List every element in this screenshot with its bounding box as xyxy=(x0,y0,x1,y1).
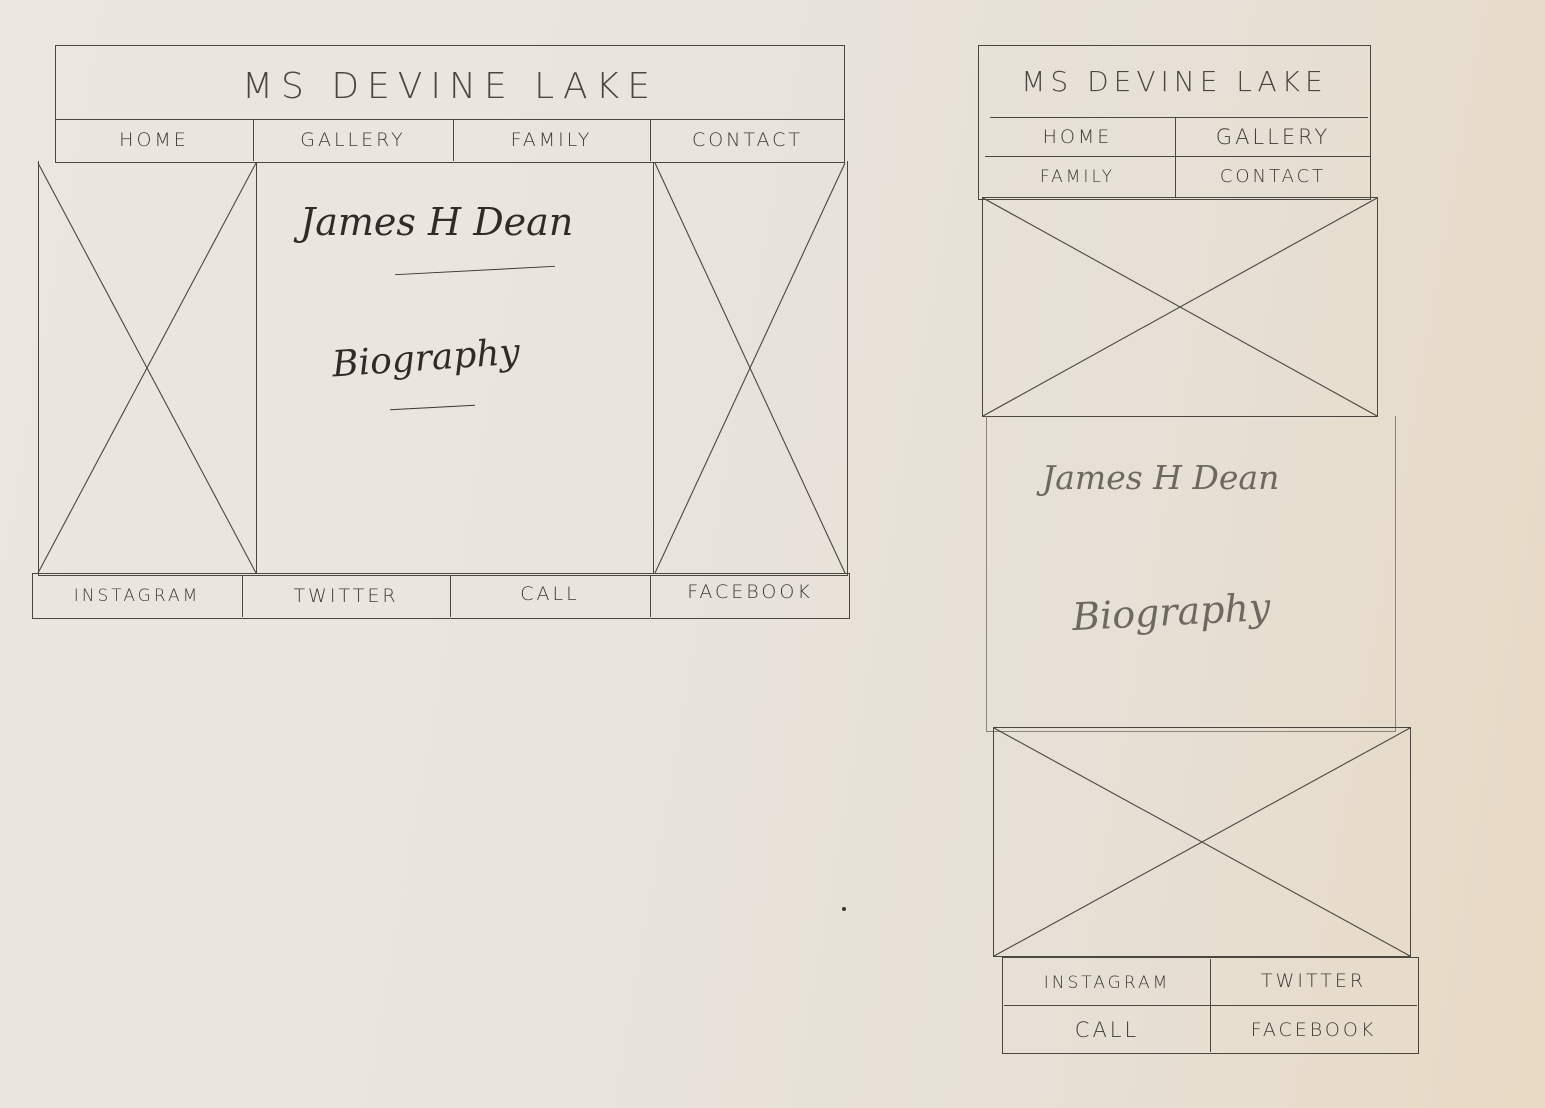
mobile-content-frame xyxy=(986,416,1396,732)
desktop-body-divider-left xyxy=(256,163,257,573)
desktop-nav-home[interactable]: HOME xyxy=(119,129,189,151)
mobile-footer-call[interactable]: CALL xyxy=(1074,1018,1140,1042)
desktop-body-divider-right xyxy=(653,163,654,573)
desktop-nav-contact[interactable]: CONTACT xyxy=(691,129,804,151)
mobile-footer-divider xyxy=(1210,959,1211,1052)
desktop-footer-frame xyxy=(32,573,850,619)
mobile-header-divider xyxy=(990,117,1368,118)
mobile-footer-twitter[interactable]: TWITTER xyxy=(1260,970,1367,992)
desktop-left-image-placeholder-icon xyxy=(37,162,257,574)
desktop-footer-divider-2 xyxy=(450,575,451,617)
mobile-outer-frame xyxy=(978,45,1371,200)
desktop-main-name: James H Dean xyxy=(300,200,574,244)
desktop-site-title: MS DEVINE LAKE xyxy=(241,65,659,107)
desktop-header-divider xyxy=(55,119,845,120)
mobile-footer-instagram[interactable]: INSTAGRAM xyxy=(1043,973,1171,993)
desktop-footer-facebook[interactable]: FACEBOOK xyxy=(687,581,813,603)
mobile-footer-frame xyxy=(1002,957,1419,1054)
desktop-footer-divider-1 xyxy=(242,575,243,617)
mobile-bottom-image-placeholder-icon xyxy=(993,727,1411,957)
desktop-footer-divider-3 xyxy=(650,575,651,617)
mobile-nav-row-divider xyxy=(985,156,1370,157)
desktop-footer-twitter[interactable]: TWITTER xyxy=(293,585,399,607)
mobile-top-image-frame xyxy=(982,197,1378,417)
desktop-body-frame xyxy=(38,161,848,576)
mobile-main-name: James H Dean xyxy=(1042,458,1280,497)
mobile-bottom-image-frame xyxy=(993,727,1411,957)
mobile-nav-contact[interactable]: CONTACT xyxy=(1219,165,1327,187)
desktop-footer-call[interactable]: CALL xyxy=(520,583,580,605)
mobile-nav-home[interactable]: HOME xyxy=(1042,125,1113,148)
desktop-nav-divider-2 xyxy=(453,119,454,161)
mobile-nav-gallery[interactable]: GALLERY xyxy=(1215,124,1331,149)
desktop-nav-divider-3 xyxy=(650,119,651,161)
mobile-nav-divider xyxy=(1175,117,1176,197)
mobile-site-title: MS DEVINE LAKE xyxy=(1021,64,1328,98)
desktop-nav-gallery[interactable]: GALLERY xyxy=(300,129,406,151)
mobile-footer-facebook[interactable]: FACEBOOK xyxy=(1250,1019,1377,1041)
desktop-nav-divider-1 xyxy=(253,119,254,161)
desktop-right-image-placeholder-icon xyxy=(654,162,846,574)
desktop-footer-instagram[interactable]: INSTAGRAM xyxy=(73,586,201,606)
desktop-nav-family[interactable]: FAMILY xyxy=(510,129,593,151)
mobile-top-image-placeholder-icon xyxy=(982,197,1378,417)
mobile-nav-family[interactable]: FAMILY xyxy=(1039,167,1116,187)
pencil-dot xyxy=(842,907,846,911)
desktop-outer-frame xyxy=(55,45,845,163)
